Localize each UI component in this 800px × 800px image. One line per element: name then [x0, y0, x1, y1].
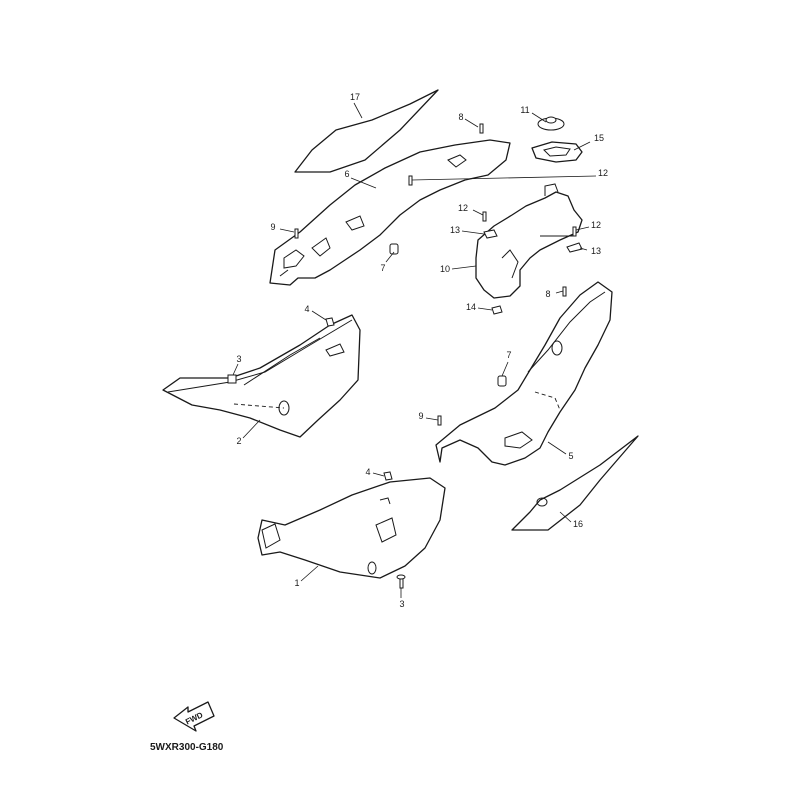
- callout-3: 3: [236, 354, 241, 364]
- part-5-rear-cover: [435, 281, 613, 466]
- callout-12: 12: [591, 220, 601, 230]
- fwd-arrow-icon: FWD: [173, 701, 215, 732]
- callout-7: 7: [380, 263, 385, 273]
- callout-1: 1: [294, 578, 299, 588]
- callout-12: 12: [598, 168, 608, 178]
- leader-lines: [232, 102, 597, 598]
- callout-6: 6: [344, 169, 349, 179]
- callout-17: 17: [350, 92, 360, 102]
- callouts: 17 8 11 15 6 12 12 9 13 12 13 7 10 8 4 1…: [236, 92, 608, 609]
- callout-13: 13: [450, 225, 460, 235]
- callout-2: 2: [236, 436, 241, 446]
- diagram-code: 5WXR300-G180: [150, 742, 224, 753]
- part-1-lower-cover: [257, 477, 446, 579]
- callout-10: 10: [440, 264, 450, 274]
- callout-11: 11: [520, 105, 529, 115]
- part-17-decal: [294, 89, 439, 173]
- part-15-grommet: [531, 141, 583, 163]
- callout-16: 16: [573, 519, 583, 529]
- callout-13: 13: [591, 246, 601, 256]
- callout-7: 7: [506, 350, 511, 360]
- callout-8: 8: [458, 112, 463, 122]
- callout-14: 14: [466, 302, 476, 312]
- hardware: [227, 123, 583, 589]
- callout-15: 15: [594, 133, 604, 143]
- callout-9: 9: [418, 411, 423, 421]
- part-6-side-cover: [269, 139, 511, 286]
- part-10-tank: [475, 183, 583, 299]
- callout-3: 3: [399, 599, 404, 609]
- part-16-decal: [511, 435, 639, 531]
- callout-5: 5: [568, 451, 573, 461]
- callout-8: 8: [545, 289, 550, 299]
- callout-4: 4: [365, 467, 370, 477]
- part-2-front-cover: [162, 314, 361, 438]
- callout-12: 12: [458, 203, 468, 213]
- callout-9: 9: [270, 222, 275, 232]
- callout-4: 4: [304, 304, 309, 314]
